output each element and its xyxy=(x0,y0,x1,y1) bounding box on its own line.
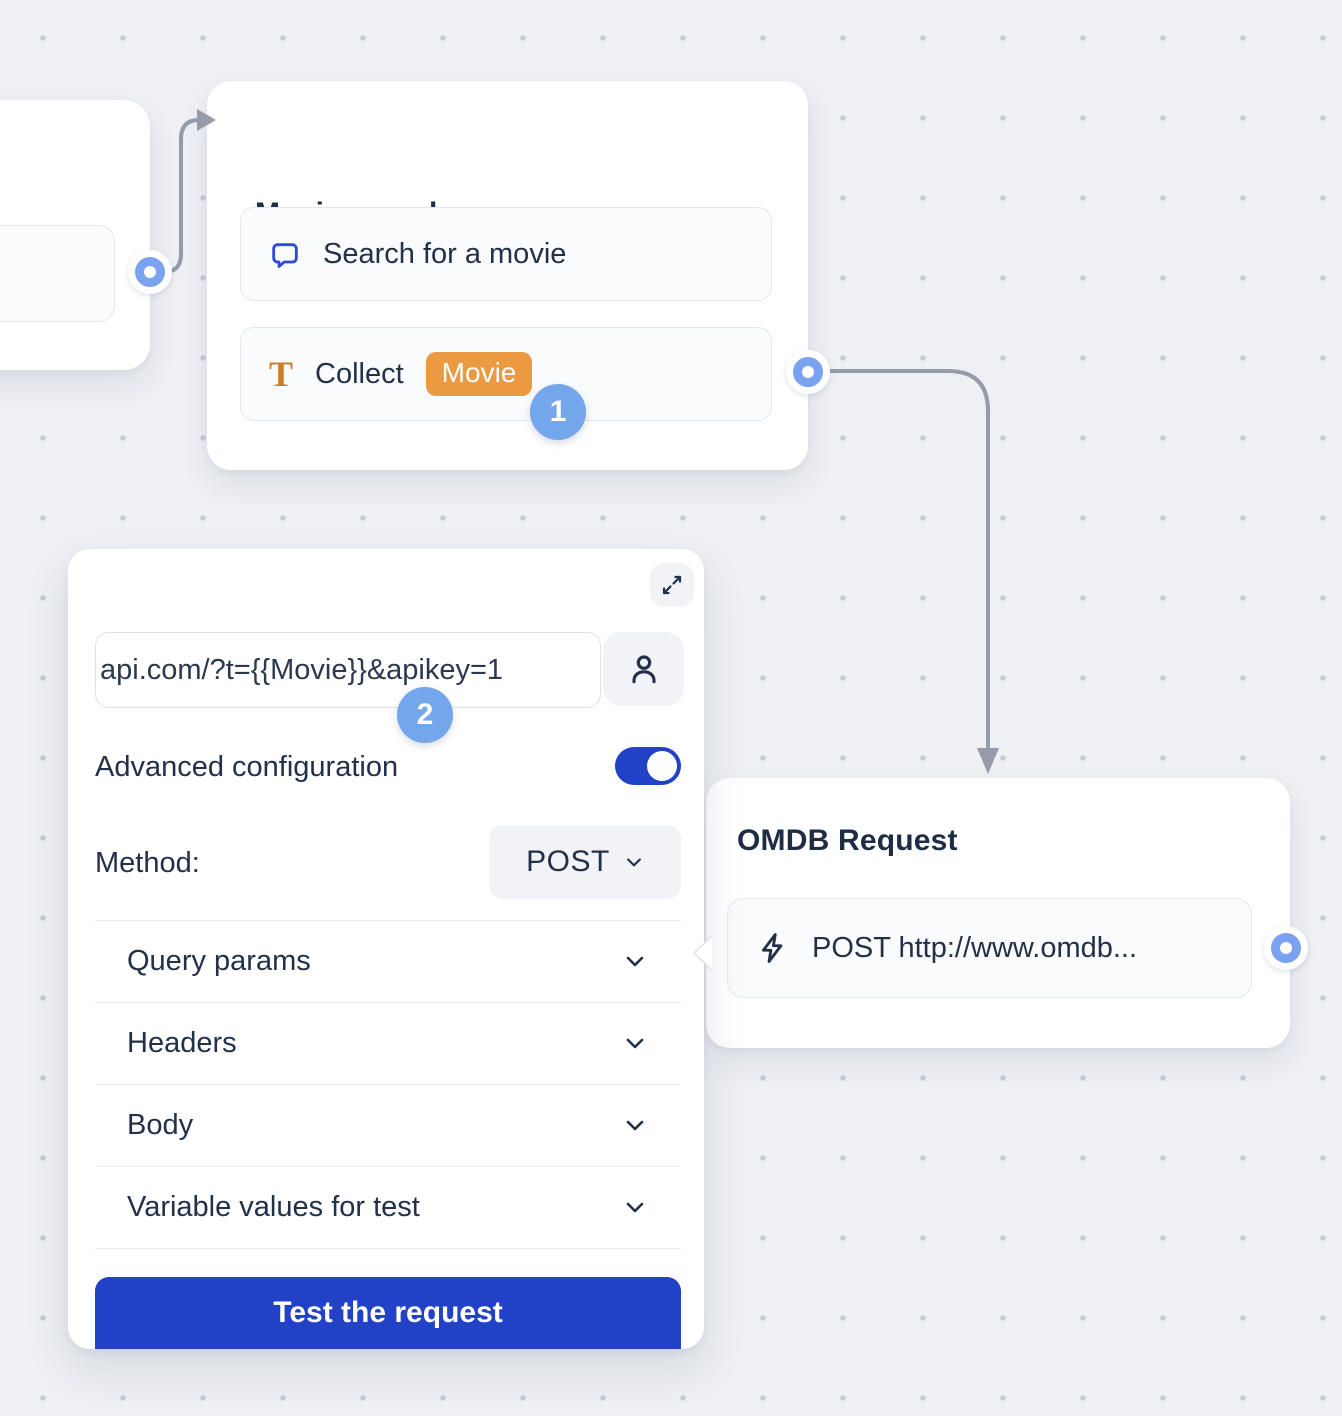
output-port-movie-search[interactable] xyxy=(786,350,830,394)
connector-left-to-movie-search xyxy=(156,118,201,274)
section-body[interactable]: Body xyxy=(95,1085,681,1165)
section-label: Variable values for test xyxy=(127,1190,420,1223)
arrowhead-down xyxy=(977,748,999,774)
node-title: OMDB Request xyxy=(737,824,958,857)
method-value: POST xyxy=(526,845,610,878)
person-button[interactable] xyxy=(603,632,684,706)
output-port-omdb[interactable] xyxy=(1264,926,1308,970)
node-movie-search[interactable]: Movie search Search for a movie T Collec… xyxy=(207,81,808,470)
chat-bubble-icon xyxy=(269,238,301,270)
section-label: Query params xyxy=(127,944,311,977)
advanced-configuration-toggle[interactable] xyxy=(615,747,681,785)
node-partial-left[interactable] xyxy=(0,100,150,370)
lightning-icon xyxy=(756,931,790,965)
port-ring xyxy=(135,257,165,287)
person-icon xyxy=(624,649,664,689)
node-item[interactable] xyxy=(0,225,115,322)
advanced-configuration-label: Advanced configuration xyxy=(95,751,399,783)
section-label: Body xyxy=(127,1108,194,1141)
node-item-label: Search for a movie xyxy=(323,237,567,270)
node-item-omdb-post[interactable]: POST http://www.omdb... xyxy=(727,898,1252,998)
expand-icon xyxy=(660,573,684,597)
expand-button[interactable] xyxy=(650,563,694,607)
toggle-knob xyxy=(647,751,677,781)
divider xyxy=(95,1166,681,1167)
port-ring xyxy=(793,357,823,387)
node-omdb-request[interactable]: OMDB Request POST http://www.omdb... xyxy=(706,778,1290,1048)
chevron-down-icon xyxy=(623,1031,647,1055)
chevron-down-icon xyxy=(623,1113,647,1137)
divider xyxy=(95,920,681,921)
divider xyxy=(95,1084,681,1085)
url-input[interactable]: api.com/?t={{Movie}}&apikey=1 xyxy=(95,632,601,708)
step-badge-1: 1 xyxy=(530,384,586,440)
divider xyxy=(95,1002,681,1003)
node-item-search-for-a-movie[interactable]: Search for a movie xyxy=(240,207,772,301)
request-config-panel: api.com/?t={{Movie}}&apikey=1 Advanced c… xyxy=(68,549,704,1349)
section-label: Headers xyxy=(127,1026,237,1059)
chevron-down-icon xyxy=(623,949,647,973)
divider xyxy=(95,1248,681,1249)
output-port-left-node[interactable] xyxy=(128,250,172,294)
node-item-label: POST http://www.omdb... xyxy=(812,931,1138,964)
chevron-down-icon xyxy=(623,1195,647,1219)
section-headers[interactable]: Headers xyxy=(95,1003,681,1083)
section-query-params[interactable]: Query params xyxy=(95,921,681,1001)
step-badge-2: 2 xyxy=(397,687,453,743)
connector-movie-search-to-omdb xyxy=(824,369,990,752)
method-select[interactable]: POST xyxy=(489,825,681,899)
url-value: api.com/?t={{Movie}}&apikey=1 xyxy=(100,653,504,686)
variable-badge-movie[interactable]: Movie xyxy=(425,352,533,396)
port-ring xyxy=(1271,933,1301,963)
node-item-collect-movie[interactable]: T Collect Movie xyxy=(240,327,772,421)
chevron-down-icon xyxy=(624,852,644,872)
section-variable-values[interactable]: Variable values for test xyxy=(95,1167,681,1247)
node-item-label: Collect xyxy=(315,357,404,390)
test-request-button[interactable]: Test the request xyxy=(95,1277,681,1349)
text-input-icon: T xyxy=(269,354,294,394)
method-label: Method: xyxy=(95,847,200,879)
